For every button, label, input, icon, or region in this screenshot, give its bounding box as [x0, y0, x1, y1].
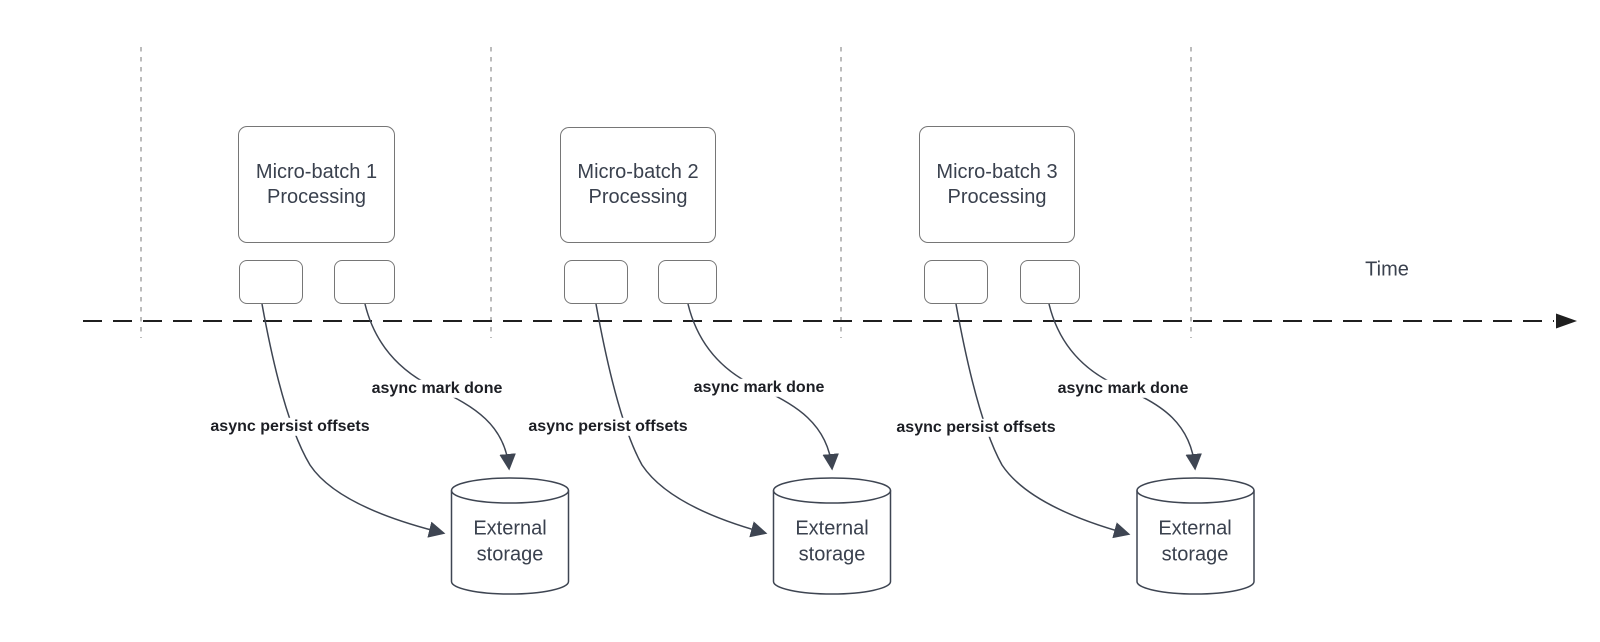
mark-done-label-3: async mark done [1054, 379, 1192, 399]
persist-offsets-task-box-2 [564, 260, 628, 304]
micro-batch-3-box: Micro-batch 3 Processing [919, 126, 1075, 243]
external-storage-cylinder-1 [450, 477, 570, 595]
time-axis-arrowhead [1556, 313, 1577, 329]
persist-offsets-task-box-3 [924, 260, 988, 304]
persist-offsets-task-box-1 [239, 260, 303, 304]
micro-batch-2-box: Micro-batch 2 Processing [560, 127, 716, 243]
mark-done-label-1: async mark done [368, 379, 506, 399]
external-storage-label-1: External storage [473, 517, 547, 565]
external-storage-label-3: External storage [1158, 517, 1232, 565]
mark-done-label-2: async mark done [690, 378, 828, 398]
persist-offsets-arrow-2 [595, 303, 768, 538]
mark-done-task-box-1 [334, 260, 395, 304]
external-storage-cylinder-2 [772, 477, 892, 595]
persist-offsets-label-2: async persist offsets [525, 417, 691, 437]
external-storage-cylinder-3 [1136, 477, 1255, 595]
external-storage-label-2: External storage [795, 517, 869, 565]
persist-offsets-arrow-1 [261, 303, 446, 538]
mark-done-task-box-3 [1020, 260, 1080, 304]
persist-offsets-label-3: async persist offsets [893, 418, 1059, 438]
micro-batch-1-box: Micro-batch 1 Processing [238, 126, 395, 243]
time-axis-label: Time [1365, 258, 1409, 281]
persist-offsets-arrow-3 [955, 303, 1131, 539]
mark-done-task-box-2 [658, 260, 717, 304]
persist-offsets-label-1: async persist offsets [207, 417, 373, 437]
